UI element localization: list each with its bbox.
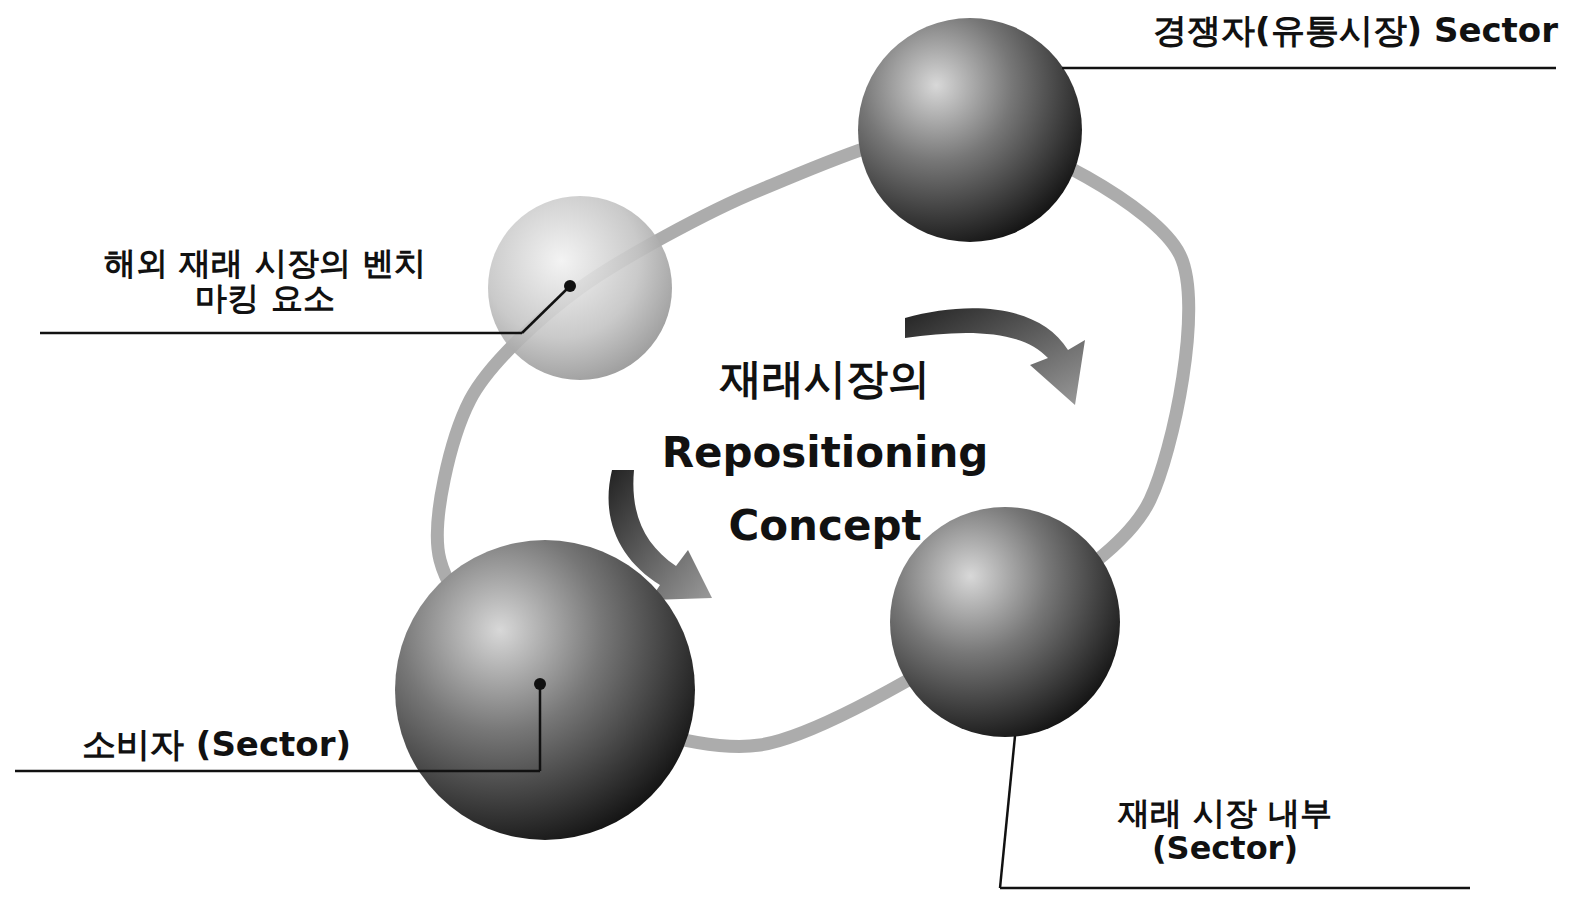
- sector-label: 경쟁자(유통시장) Sector: [1153, 10, 1558, 51]
- sector-label: 재래 시장 내부 (Sector): [1065, 796, 1385, 866]
- sphere: [890, 507, 1120, 737]
- cycle-arrow: [905, 308, 1085, 405]
- sphere: [858, 18, 1082, 242]
- sphere: [488, 196, 672, 380]
- sector-label: 해외 재래 시장의 벤치마킹 요소: [100, 246, 430, 316]
- center-concept: 재래시장의 Repositioning Concept: [590, 342, 1060, 563]
- leader-lines: [15, 68, 1556, 888]
- sector-label: 소비자 (Sector): [82, 724, 351, 765]
- sphere: [395, 540, 695, 840]
- leader-dots: [534, 280, 576, 690]
